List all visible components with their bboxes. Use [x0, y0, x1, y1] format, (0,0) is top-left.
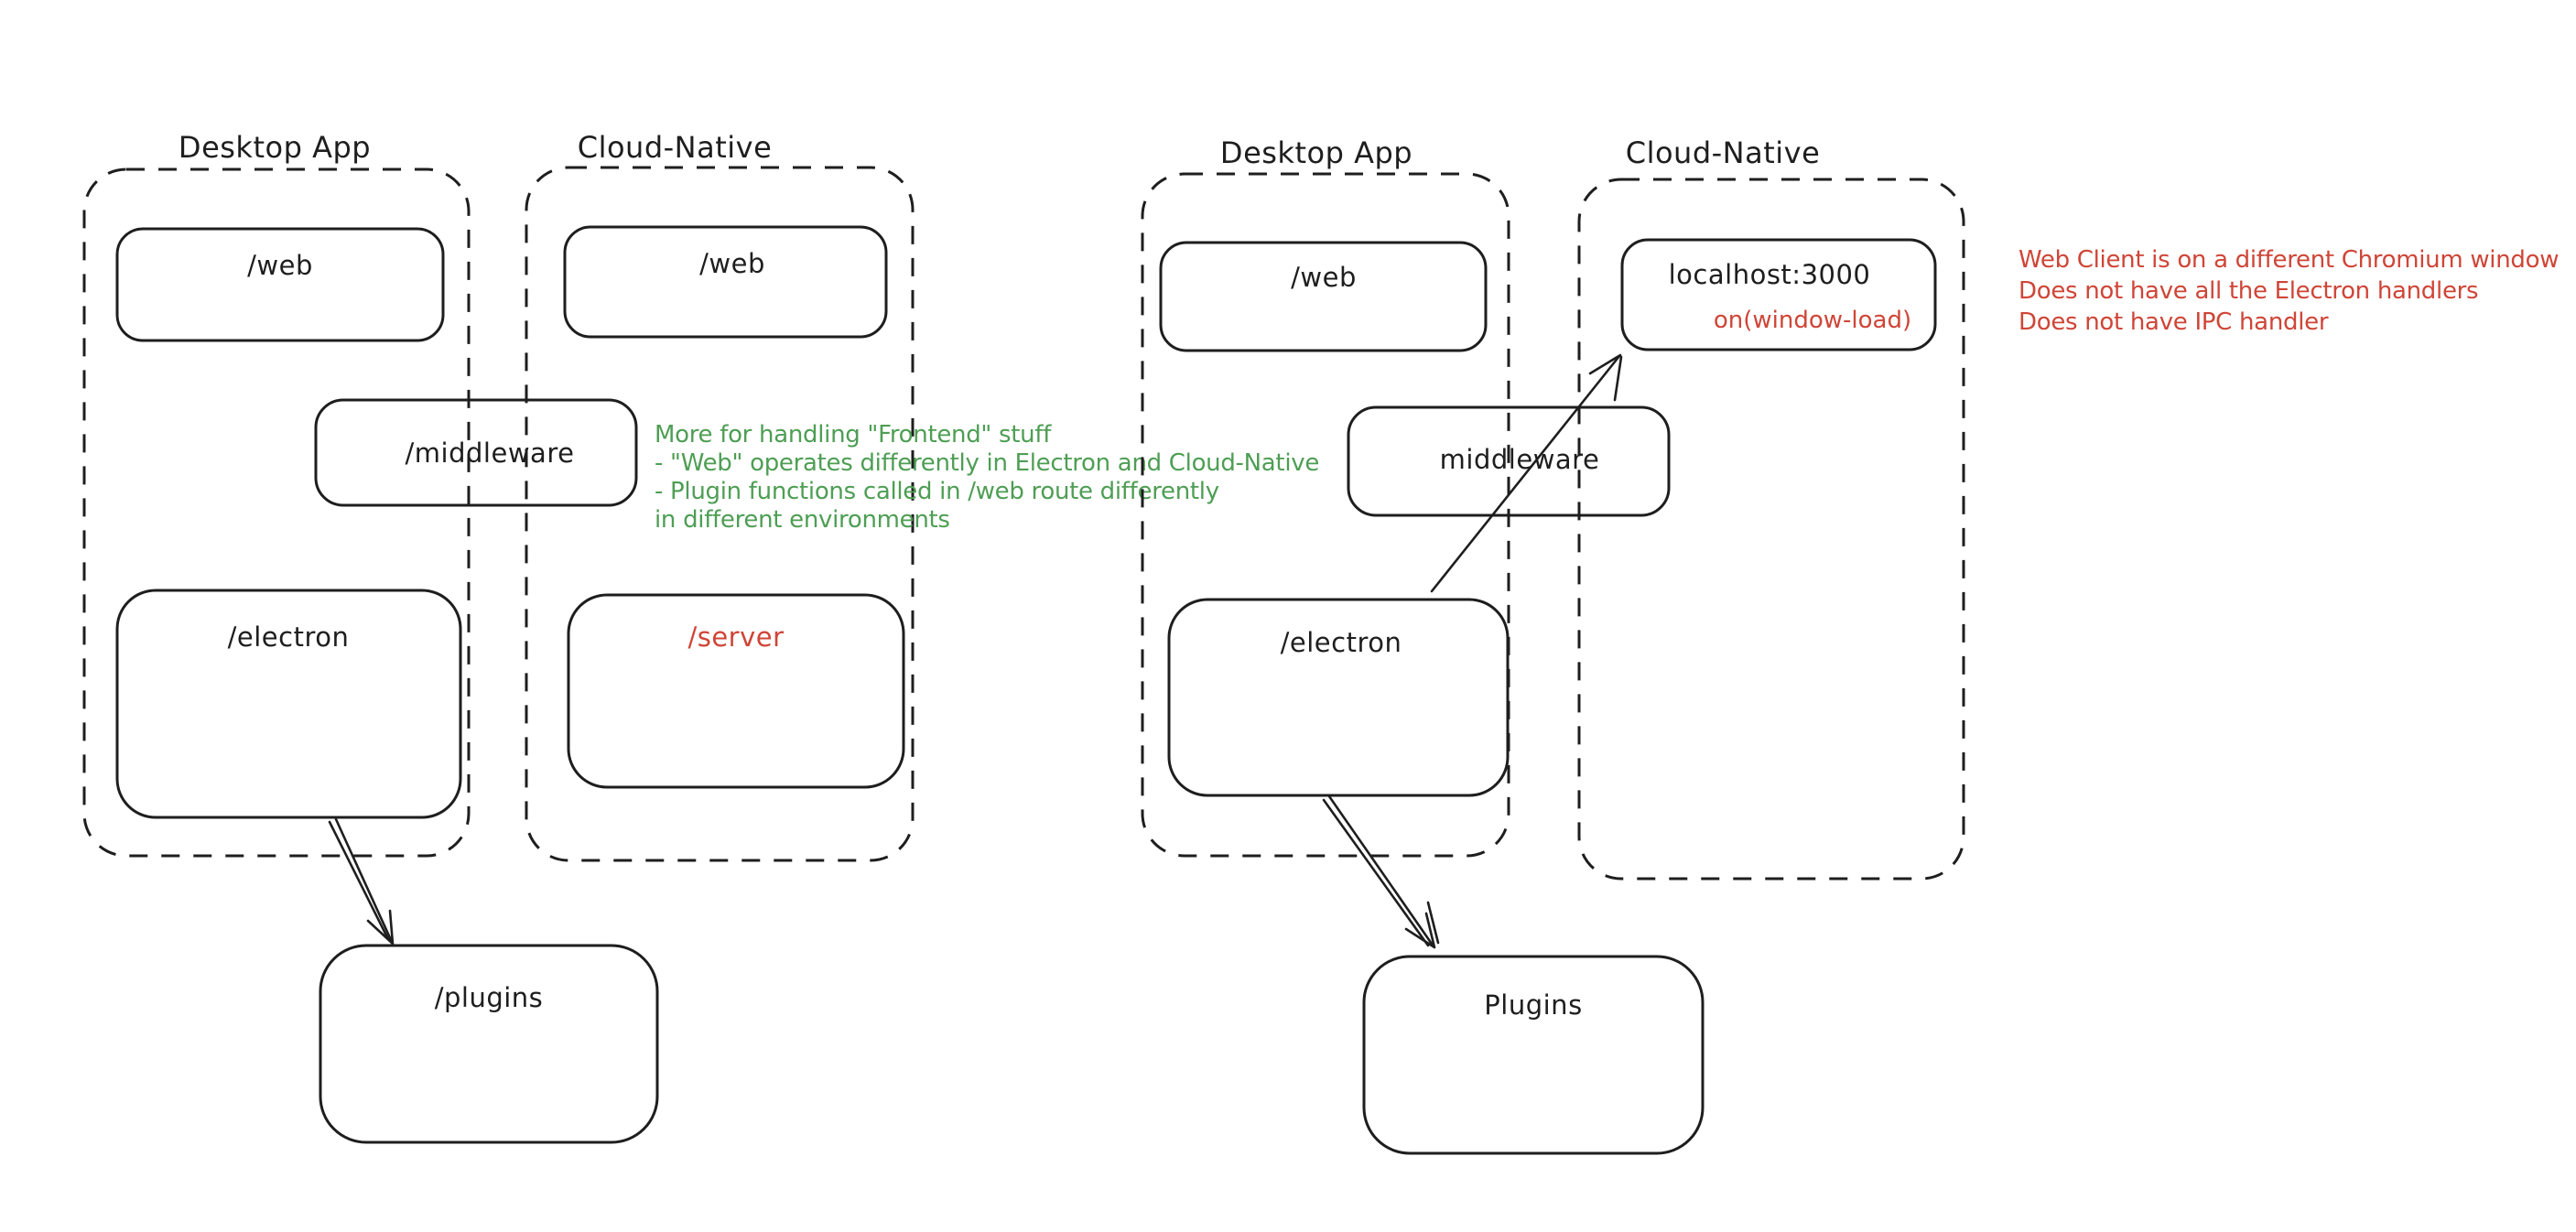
node-electron-left: [115, 589, 462, 819]
arrow-electron-to-plugins-left: [334, 817, 394, 944]
arrow-electron-to-plugins-right-stroke2: [1322, 798, 1430, 947]
node-plugins-left: [319, 944, 659, 1144]
arrowhead-plugins-left: [366, 909, 395, 946]
arrowhead-localhost-barb2: [1613, 355, 1623, 402]
note-red-line-2: Does not have all the Electron handlers: [2019, 277, 2478, 305]
label-cloud-native-left: Cloud-Native: [578, 130, 773, 165]
node-middleware-left: [314, 398, 638, 507]
node-electron-right-label: /electron: [1281, 627, 1402, 658]
node-localhost-right: [1620, 238, 1937, 351]
node-localhost-event-label: on(window-load): [1714, 307, 1911, 334]
node-plugins-right-label: Plugins: [1484, 989, 1582, 1021]
label-desktop-app-left: Desktop App: [179, 130, 371, 165]
note-red-line-1: Web Client is on a different Chromium wi…: [2019, 246, 2559, 274]
note-red-line-3: Does not have IPC handler: [2019, 308, 2329, 336]
node-server-cloud-left: [567, 593, 905, 789]
node-electron-left-label: /electron: [228, 621, 350, 653]
note-green-line-2: - "Web" operates differently in Electron…: [655, 449, 1319, 477]
container-cloud-native-left: [525, 166, 915, 862]
note-green-line-3: - Plugin functions called in /web route …: [655, 478, 1219, 505]
node-web-right: [1159, 241, 1488, 352]
arrow-electron-to-plugins-left-stroke2: [328, 820, 390, 941]
node-web-desktop-left-label: /web: [247, 250, 313, 281]
note-green-line-4: in different environments: [655, 506, 950, 534]
node-middleware-right: [1347, 405, 1671, 517]
container-cloud-native-right: [1577, 178, 1965, 881]
arrowhead-plugins-right: [1404, 912, 1436, 949]
arrowhead-localhost-barb1: [1588, 353, 1622, 375]
node-web-cloud-left: [563, 225, 888, 339]
node-web-right-label: /web: [1291, 262, 1357, 293]
node-web-desktop-left: [115, 227, 445, 342]
node-plugins-left-label: /plugins: [435, 982, 544, 1013]
arrow-electron-to-localhost-right: [1430, 354, 1621, 593]
node-middleware-left-label: /middleware: [406, 438, 575, 469]
note-red: Web Client is on a different Chromium wi…: [2019, 246, 2560, 336]
node-localhost-right-label: localhost:3000: [1669, 259, 1871, 290]
arrow-electron-to-plugins-right: [1327, 794, 1435, 948]
node-server-cloud-left-label: /server: [687, 621, 784, 653]
note-green: More for handling "Frontend" stuff - "We…: [655, 421, 1319, 534]
container-desktop-app-left: [82, 168, 471, 858]
note-green-line-1: More for handling "Frontend" stuff: [655, 421, 1052, 448]
arrowhead-plugins-right-stray-barb: [1426, 901, 1440, 945]
label-desktop-app-right: Desktop App: [1220, 135, 1412, 170]
label-cloud-native-right: Cloud-Native: [1626, 135, 1821, 170]
node-electron-right: [1167, 598, 1510, 797]
node-plugins-right: [1362, 955, 1705, 1155]
node-web-cloud-left-label: /web: [699, 248, 765, 279]
node-middleware-right-label: middleware: [1440, 444, 1600, 475]
